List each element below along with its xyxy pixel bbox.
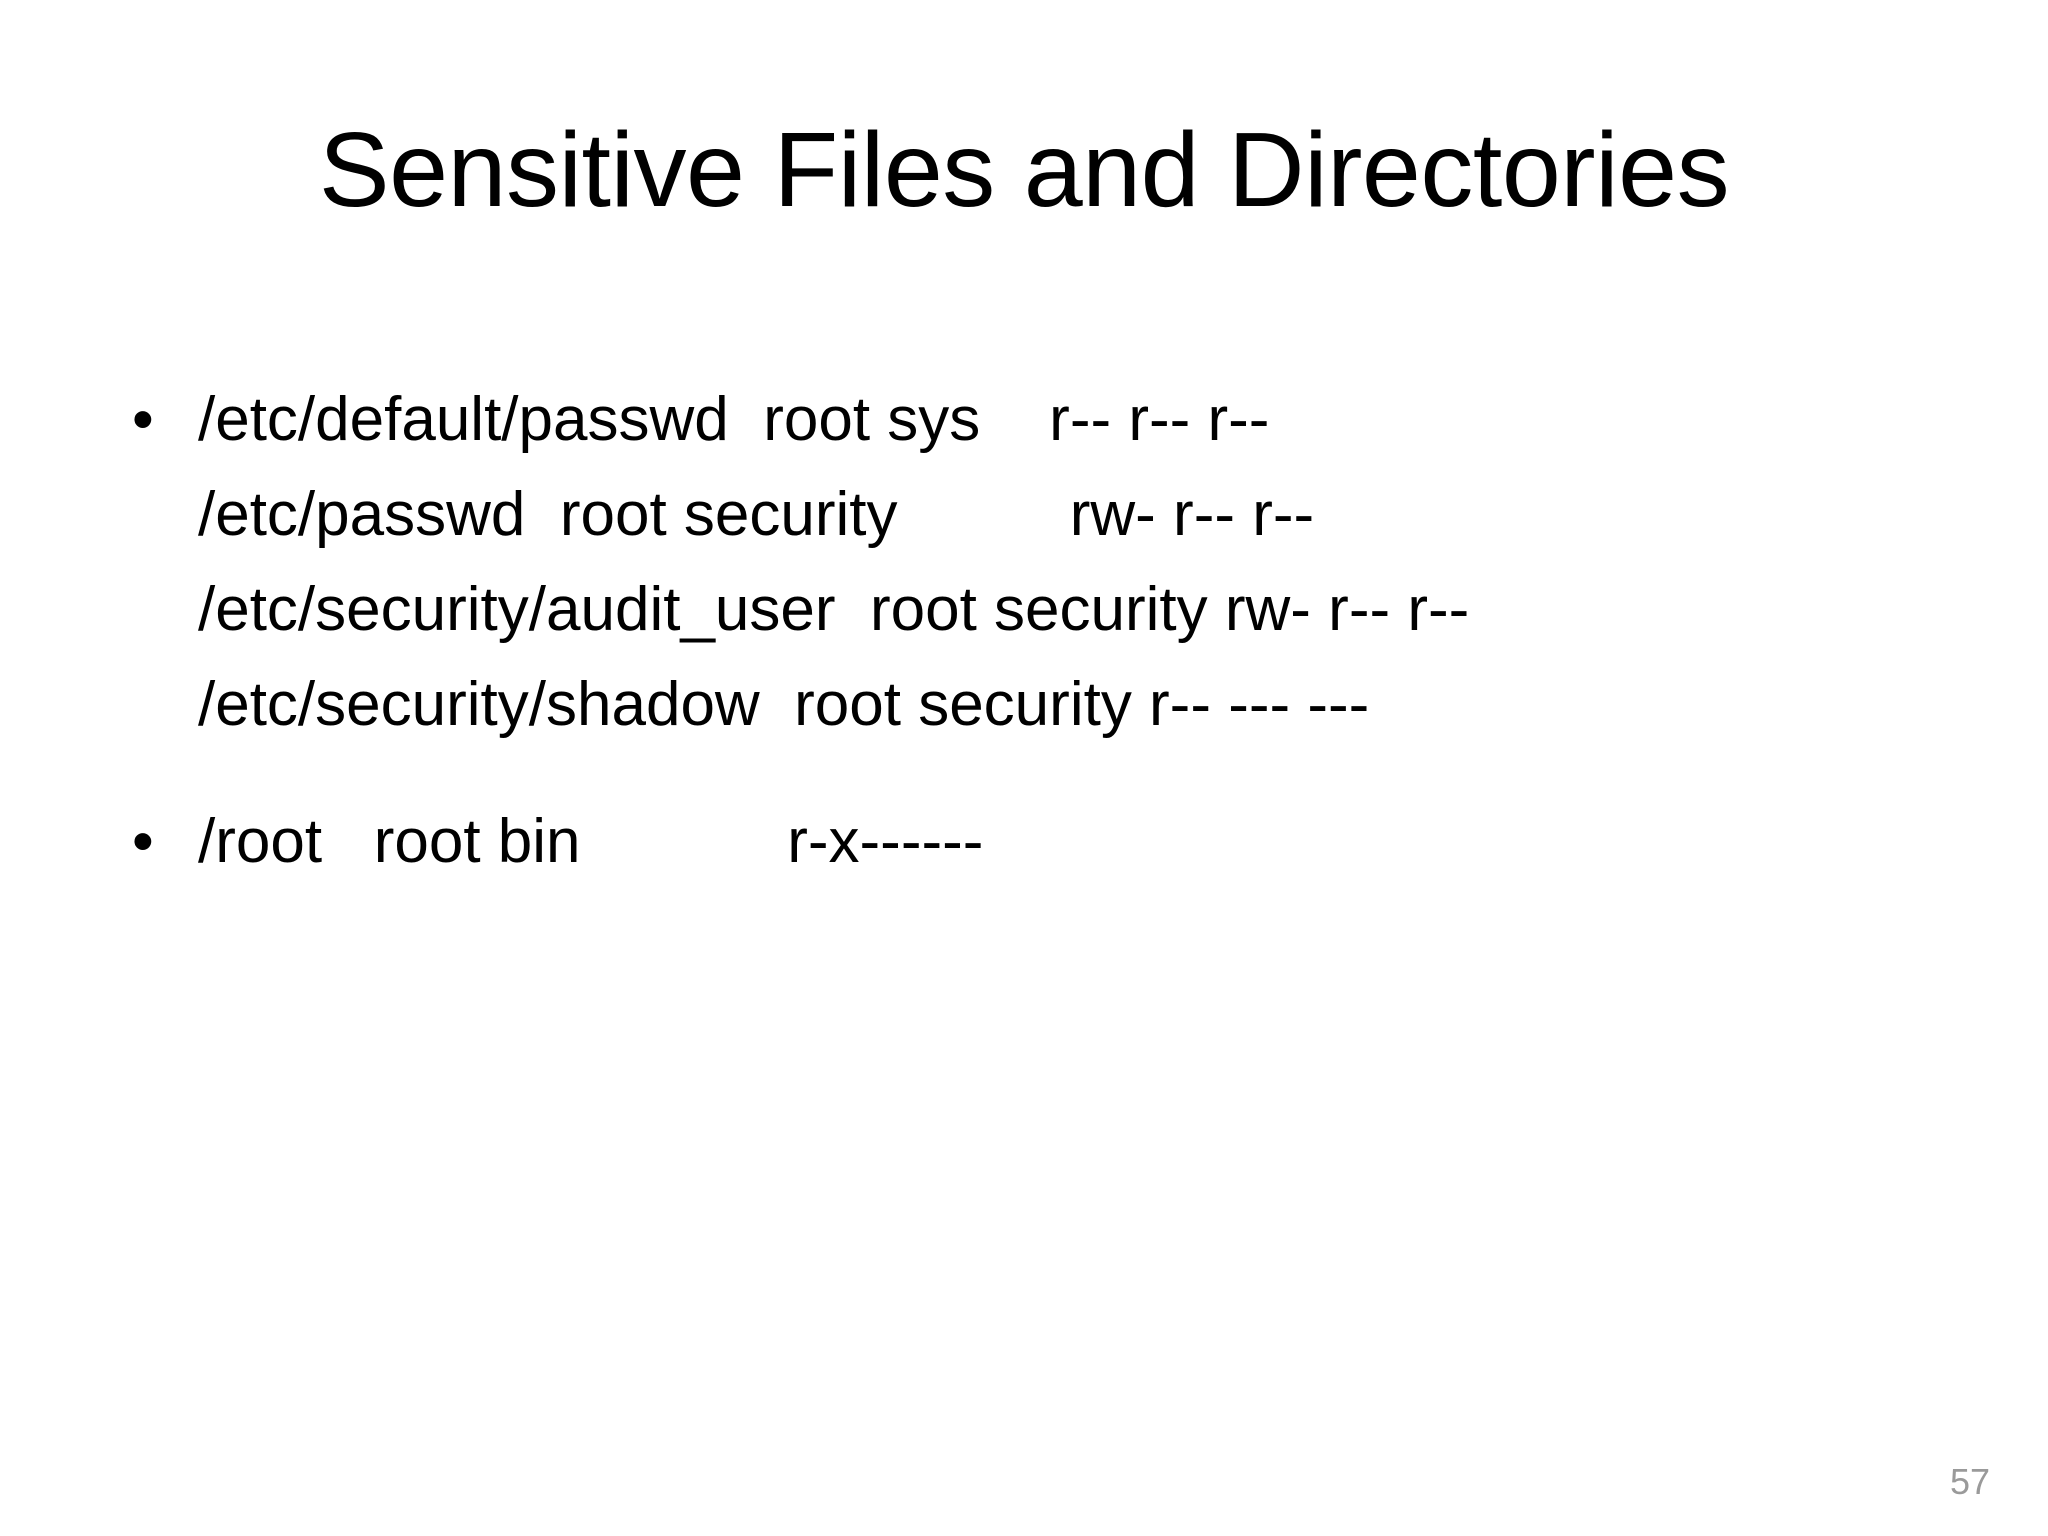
slide-page-number: 57 xyxy=(1949,1461,1990,1502)
file-permission-line: /root root bin r-x------ xyxy=(198,807,984,876)
list-item: • /etc/default/passwd root sys r-- r-- r… xyxy=(118,372,1948,752)
list-item: • /root root bin r-x------ xyxy=(118,794,1948,889)
bullet-point-icon: • xyxy=(132,807,154,876)
bullet-point-icon: • xyxy=(132,385,154,454)
page-title: Sensitive Files and Directories xyxy=(318,111,1730,229)
file-permission-line: /etc/passwd root security rw- r-- r-- xyxy=(198,480,1315,549)
file-permission-line: /etc/default/passwd root sys r-- r-- r-- xyxy=(198,385,1270,454)
file-permission-line: /etc/security/shadow root security r-- -… xyxy=(198,670,1370,739)
list-item-text: /etc/default/passwd root sys r-- r-- r--… xyxy=(198,372,1948,752)
file-permission-line: /etc/security/audit_user root security r… xyxy=(198,575,1470,644)
content-body: • /etc/default/passwd root sys r-- r-- r… xyxy=(118,372,1948,889)
list-item-text: /root root bin r-x------ xyxy=(198,794,1948,889)
